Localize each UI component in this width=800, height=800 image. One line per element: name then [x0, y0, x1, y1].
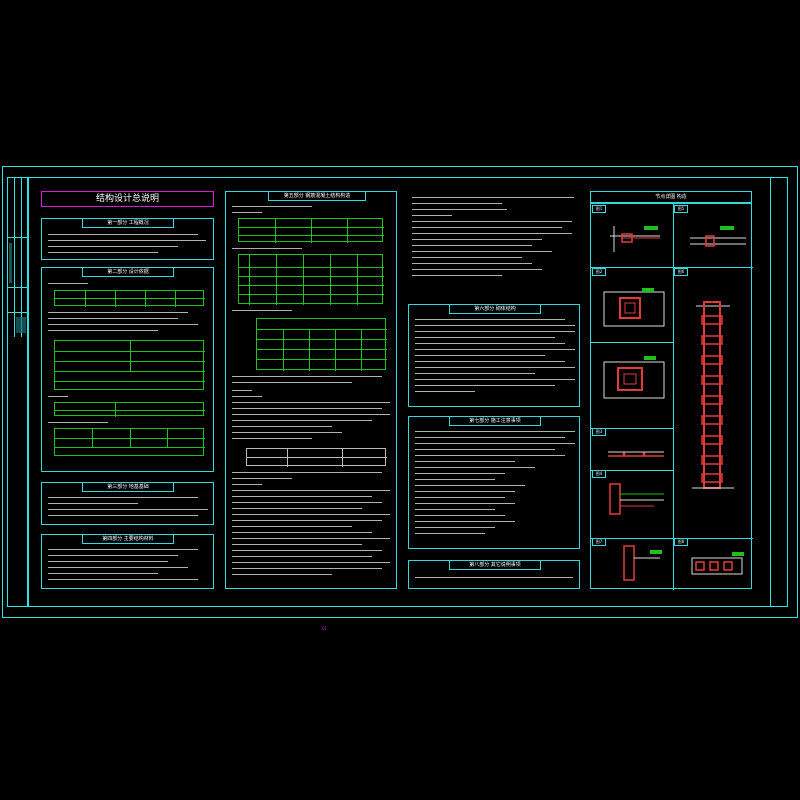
detail-5-drawing — [690, 226, 746, 247]
detail-2b-drawing — [603, 356, 665, 399]
section-7-box: 第七部分 施工注意事项 — [408, 416, 580, 549]
section-4-header: 第四部分 主要结构材料 — [82, 534, 174, 544]
detail-1-drawing — [610, 226, 660, 252]
section-6-header: 第六部分 砌体结构 — [449, 304, 541, 314]
section-5-header: 第五部分 钢筋混凝土结构构造 — [268, 191, 366, 201]
detail-label-8: 图8 — [674, 538, 688, 546]
title-block-strip — [770, 177, 788, 607]
right-text-top-block — [408, 193, 580, 289]
detail-header: 节点详图 构造 — [655, 194, 687, 200]
section-8-box: 第八部分 其它说明事项 — [408, 560, 580, 589]
drawing-outer-frame — [2, 166, 798, 618]
detail-grid — [590, 203, 753, 590]
detail-3-drawing — [608, 451, 664, 457]
detail-label-3: 图3 — [592, 428, 606, 436]
section-6-box: 第六部分 砌体结构 — [408, 304, 580, 407]
design-basis-table-2 — [54, 340, 205, 390]
detail-6-drawing — [692, 301, 734, 489]
binding-strip — [7, 177, 28, 607]
detail-2a-drawing — [603, 288, 665, 327]
section-8-header: 第八部分 其它说明事项 — [449, 560, 541, 570]
design-basis-table-3 — [54, 402, 205, 417]
detail-header-bar: 节点详图 构造 — [590, 191, 752, 203]
section-5-box: 第五部分 钢筋混凝土结构构造 — [225, 191, 397, 589]
binding-strip-grid — [7, 177, 28, 337]
stirrup-table — [246, 448, 387, 467]
detail-label-2: 图2 — [592, 268, 606, 276]
section-3-box: 第三部分 地基基础 — [41, 482, 214, 525]
detail-label-1: 图1 — [592, 205, 606, 213]
detail-label-5: 图5 — [674, 205, 688, 213]
section-4-box: 第四部分 主要结构材料 — [41, 534, 214, 589]
section-2-box: 第二部分 设计依据 — [41, 267, 214, 472]
page-marker: 01 — [322, 626, 328, 631]
detail-label-6: 图6 — [674, 268, 688, 276]
section-3-header: 第三部分 地基基础 — [82, 482, 174, 492]
section-7-header: 第七部分 施工注意事项 — [449, 416, 541, 426]
section-2-header: 第二部分 设计依据 — [82, 267, 174, 277]
anchorage-table — [238, 254, 384, 305]
cover-table — [238, 218, 384, 243]
main-title-box: 结构设计总说明 — [41, 191, 214, 207]
main-title: 结构设计总说明 — [95, 194, 159, 204]
design-basis-table-1 — [54, 290, 205, 307]
section-1-box: 第一部分 工程概况 — [41, 218, 214, 260]
detail-4-drawing — [609, 483, 664, 515]
design-basis-table-4 — [54, 428, 205, 456]
detail-8-drawing — [691, 552, 744, 575]
detail-label-4: 图4 — [592, 470, 606, 478]
section-1-header: 第一部分 工程概况 — [82, 218, 174, 228]
detail-label-7: 图7 — [592, 538, 606, 546]
detail-7-drawing — [623, 545, 662, 581]
lap-length-table — [256, 318, 387, 371]
